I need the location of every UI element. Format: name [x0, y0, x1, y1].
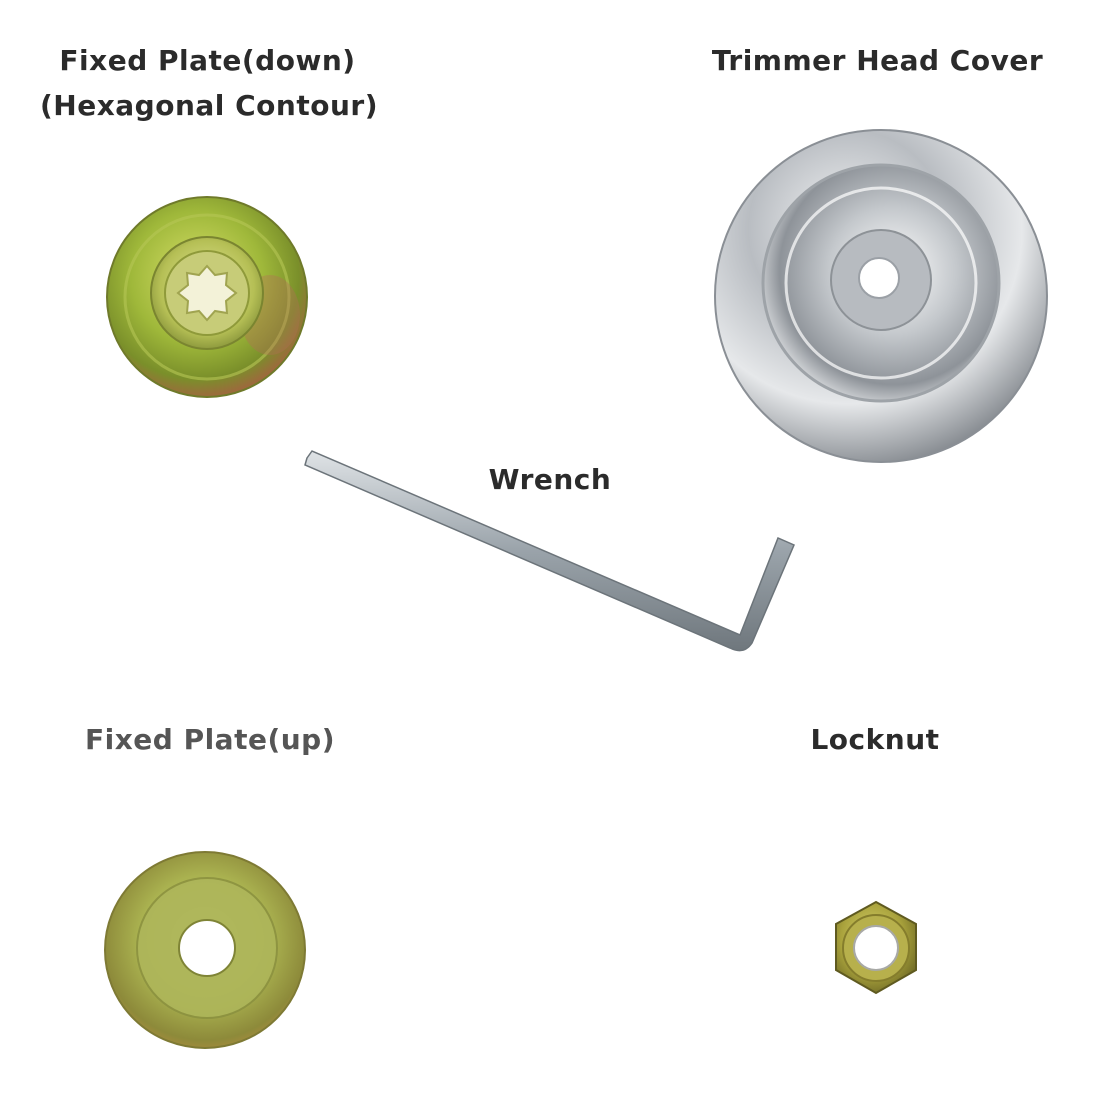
wrench-label: Wrench: [488, 463, 612, 496]
locknut-label: Locknut: [810, 723, 940, 756]
trimmer-head-cover-label: Trimmer Head Cover: [711, 44, 1044, 77]
fixed-plate-down-label: Fixed Plate(down) (Hexagonal Contour): [40, 44, 379, 122]
locknut-image: [828, 900, 924, 996]
fixed-plate-down-image: [105, 195, 310, 400]
fixed-plate-down-label-line1: Fixed Plate(down): [59, 44, 356, 77]
trimmer-head-cover-image: [713, 128, 1053, 468]
fixed-plate-down-label-line2: (Hexagonal Contour): [40, 89, 379, 122]
fixed-plate-up-image: [103, 850, 308, 1050]
fixed-plate-up-label: Fixed Plate(up): [85, 723, 336, 756]
wrench-image: [300, 445, 805, 660]
